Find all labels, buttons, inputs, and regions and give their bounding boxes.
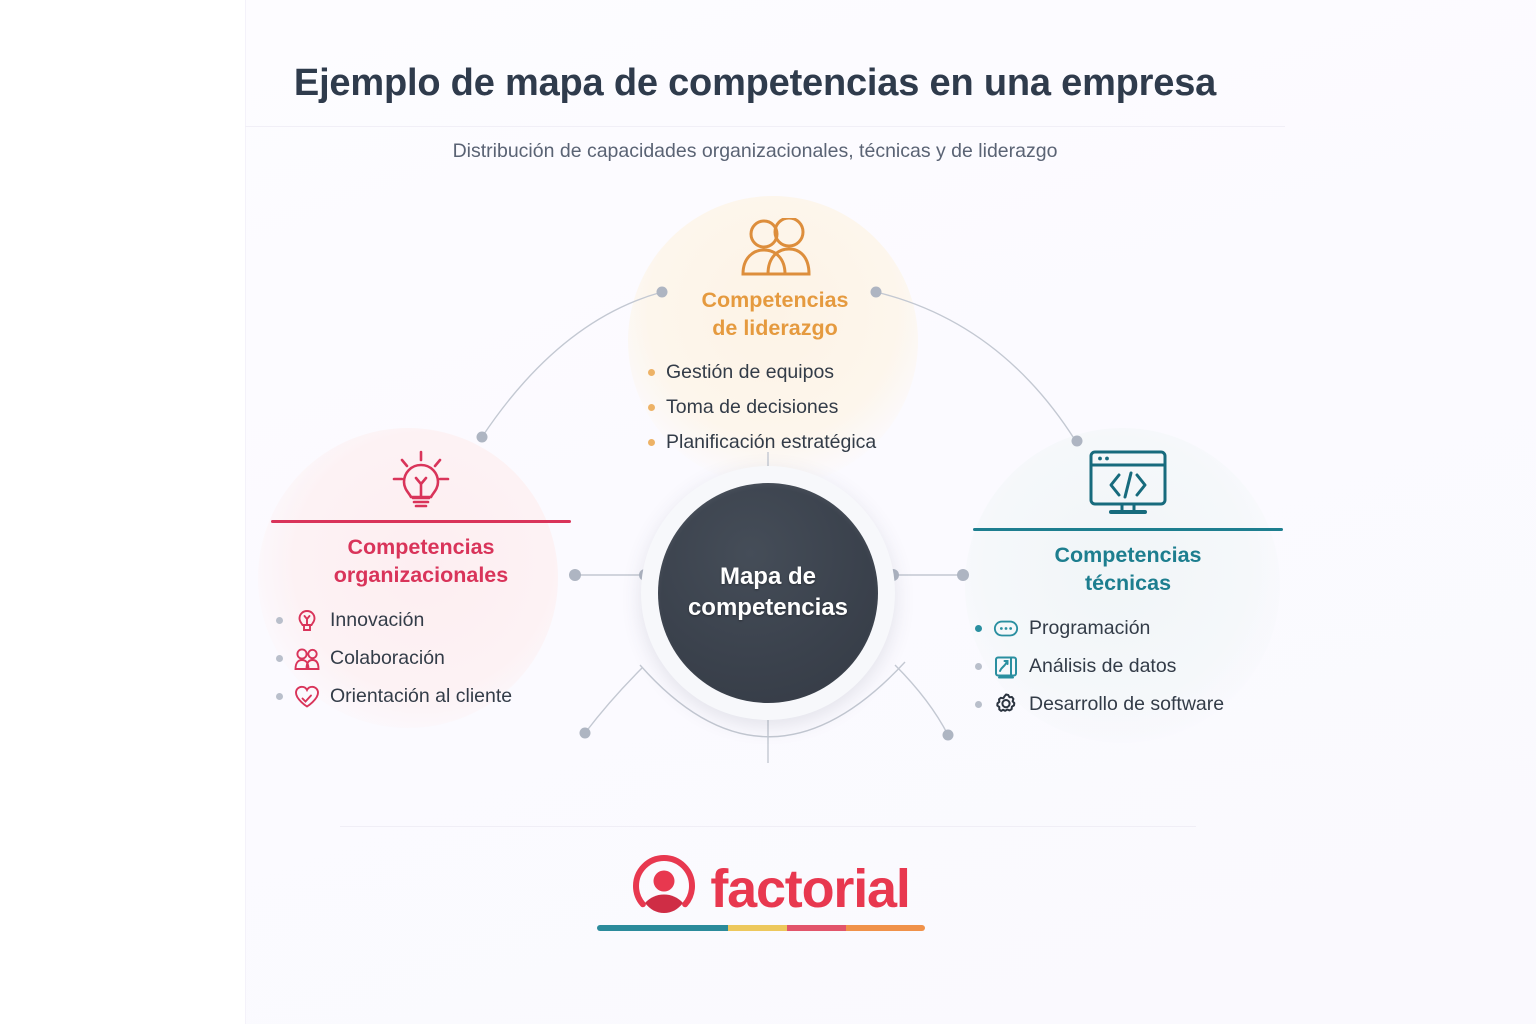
branch-organizational-list: Innovación Colaboración — [276, 608, 580, 710]
list-item[interactable]: Innovación — [276, 608, 580, 634]
bullet-dot-icon — [975, 625, 982, 633]
bullet-dot-icon — [648, 403, 655, 411]
list-item-label: Programación — [1029, 617, 1151, 640]
list-item-label: Orientación al cliente — [330, 685, 513, 708]
bulb-small-icon — [294, 608, 320, 634]
brand-color-bar — [597, 925, 925, 931]
lightbulb-icon — [262, 448, 580, 510]
bullet-dot-icon — [276, 617, 283, 625]
page-title: Ejemplo de mapa de competencias en una e… — [293, 62, 1217, 104]
bullet-dot-icon — [975, 663, 982, 671]
branch-organizational-title: Competencias organizacionales — [262, 534, 580, 590]
branch-technical-title: Competencias técnicas — [963, 542, 1293, 598]
connector-dot-leadership-left — [656, 286, 668, 298]
list-item[interactable]: Toma de decisiones — [648, 396, 930, 419]
title-divider — [245, 126, 1285, 127]
factorial-logo[interactable]: factorial — [580, 852, 960, 925]
connector-dot-tech-upper — [1071, 435, 1083, 447]
factorial-avatar-icon — [630, 852, 698, 925]
branch-leadership-title-line2: de liderazgo — [712, 315, 838, 340]
branch-technical-title-line1: Competencias — [1054, 543, 1202, 567]
list-item[interactable]: Análisis de datos — [975, 654, 1293, 680]
branch-technical[interactable]: Competencias técnicas Programación — [963, 448, 1293, 730]
color-bar-segment-4 — [846, 925, 925, 931]
connector-dot-left — [569, 569, 581, 581]
arc-org-to-leadership — [481, 291, 663, 438]
connector-dot-tech-lower — [942, 729, 954, 741]
organizational-background-circle — [258, 428, 558, 728]
color-bar-segment-2 — [728, 925, 788, 931]
arc-bottom-sweep — [639, 661, 906, 738]
branch-leadership-title: Competencias de liderazgo — [620, 287, 930, 343]
branch-organizational[interactable]: Competencias organizacionales Innovación — [262, 448, 580, 722]
list-item[interactable]: Gestión de equipos — [648, 361, 930, 384]
heart-check-icon — [294, 684, 320, 710]
list-item-label: Colaboración — [330, 647, 445, 670]
branch-leadership[interactable]: Competencias de liderazgo Gestión de equ… — [620, 218, 930, 466]
branch-technical-list: Programación Análisis de datos — [975, 616, 1293, 718]
bullet-dot-icon — [276, 693, 283, 701]
hub-label-line2: competencias — [687, 594, 849, 621]
bullet-dot-icon — [276, 655, 283, 663]
bullet-dot-icon — [648, 438, 655, 446]
list-item-label: Desarrollo de software — [1029, 693, 1225, 716]
connector-dot-leadership-right — [870, 286, 882, 298]
factorial-wordmark: factorial — [710, 858, 910, 919]
bullet-dot-icon — [975, 701, 982, 709]
connector-dot-right — [957, 569, 969, 581]
branch-leadership-title-line1: Competencias — [701, 288, 849, 312]
connector-dot-org-lower — [579, 727, 591, 739]
page-subtitle: Distribución de capacidades organizacion… — [452, 140, 1058, 162]
hub-label: Mapa de competencias — [688, 562, 848, 623]
chat-dots-icon — [993, 616, 1019, 642]
hub-label-line1: Mapa de — [719, 563, 816, 591]
technical-background-circle — [965, 428, 1280, 743]
people-group-icon — [620, 218, 930, 276]
bullet-dot-icon — [648, 368, 655, 376]
branch-technical-rule — [973, 528, 1283, 531]
list-item[interactable]: Orientación al cliente — [276, 684, 580, 710]
list-item-label: Gestión de equipos — [666, 360, 835, 383]
list-item-label: Análisis de datos — [1029, 655, 1177, 678]
list-item[interactable]: Programación — [975, 616, 1293, 642]
branch-technical-title-line2: técnicas — [1084, 570, 1172, 595]
arc-hub-to-tech-items — [894, 664, 949, 736]
list-item[interactable]: Planificación estratégica — [648, 431, 930, 454]
branch-organizational-title-line2: organizacionales — [333, 562, 509, 587]
color-bar-segment-1 — [597, 925, 729, 931]
list-item-label: Planificación estratégica — [666, 430, 877, 453]
list-item[interactable]: Desarrollo de software — [975, 692, 1293, 718]
code-monitor-icon — [963, 448, 1293, 518]
arc-leadership-to-tech — [875, 291, 1076, 441]
gear-icon — [993, 692, 1019, 718]
people-small-icon — [294, 646, 320, 672]
list-item-label: Innovación — [330, 609, 425, 632]
color-bar-segment-3 — [787, 925, 847, 931]
panel-left-edge — [245, 0, 246, 1024]
branch-leadership-list: Gestión de equipos Toma de decisiones Pl… — [648, 361, 930, 454]
branch-organizational-rule — [271, 520, 571, 523]
hub-circle[interactable]: Mapa de competencias — [658, 483, 878, 703]
arc-hub-to-org-items — [584, 667, 643, 734]
connector-dot-org-upper — [476, 431, 488, 443]
branch-organizational-title-line1: Competencias — [347, 535, 495, 559]
list-item-label: Toma de decisiones — [666, 395, 839, 418]
chart-board-icon — [993, 654, 1019, 680]
footer-divider — [340, 826, 1196, 827]
list-item[interactable]: Colaboración — [276, 646, 580, 672]
